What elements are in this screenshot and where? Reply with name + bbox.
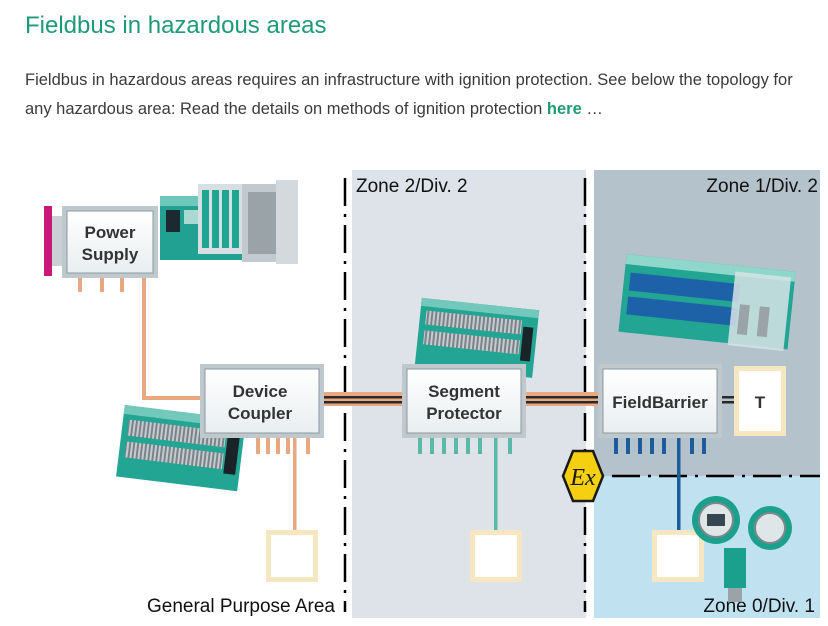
page-title: Fieldbus in hazardous areas [25, 12, 327, 39]
fieldbarrier-block: FieldBarrier [598, 364, 722, 438]
terminator-label: T [755, 393, 766, 412]
trunk-cable-zone2-zone1 [526, 392, 602, 406]
power-supply-hardware-image [160, 180, 298, 264]
intro-text: Fieldbus in hazardous areas requires an … [25, 71, 793, 118]
trunk-cable-general-zone2 [324, 392, 402, 406]
ex-symbol-text: Ex [569, 465, 596, 491]
power-supply-block: Power Supply [62, 206, 158, 278]
fieldbarrier-label: FieldBarrier [612, 393, 708, 412]
segment-protector-hardware-image [414, 297, 540, 378]
segment-protector-label-line1: Segment [428, 382, 500, 401]
power-supply-label-line2: Supply [82, 245, 139, 264]
zone1-label: Zone 1/Div. 2 [706, 176, 818, 197]
ignition-protection-link[interactable]: here [546, 100, 582, 118]
ex-hazard-symbol: Ex [561, 449, 605, 503]
general-area-label: General Purpose Area [147, 596, 335, 617]
power-supply-label-line1: Power [84, 223, 135, 242]
intro-tail: … [581, 100, 603, 118]
device-coupler-block: Device Coupler [200, 364, 324, 438]
fieldbarrier-spurs [614, 438, 706, 530]
segment-protector-label-line2: Protector [426, 404, 502, 423]
fieldbarrier-terminator-link [722, 396, 734, 404]
segment-protector-spurs [418, 438, 512, 530]
zone0-label: Zone 0/Div. 1 [703, 596, 815, 617]
transmitter-image [692, 496, 792, 602]
zone0-field-device [652, 530, 704, 582]
device-coupler-label-line2: Coupler [228, 404, 293, 423]
zone2-label: Zone 2/Div. 2 [356, 176, 468, 197]
device-coupler-label-line1: Device [233, 382, 288, 401]
segment-protector-block: Segment Protector [402, 364, 526, 438]
power-supply-pins [78, 278, 146, 292]
terminator-block: T [734, 366, 786, 436]
general-field-device [266, 530, 318, 582]
fieldbarrier-hardware-image [618, 254, 796, 351]
device-coupler-spurs [256, 438, 310, 530]
power-supply-connector-bar [44, 206, 52, 276]
power-trunk-line [142, 292, 200, 400]
intro-paragraph: Fieldbus in hazardous areas requires an … [25, 66, 815, 124]
zone2-field-device [470, 530, 522, 582]
power-supply-connector-cap [52, 216, 62, 266]
